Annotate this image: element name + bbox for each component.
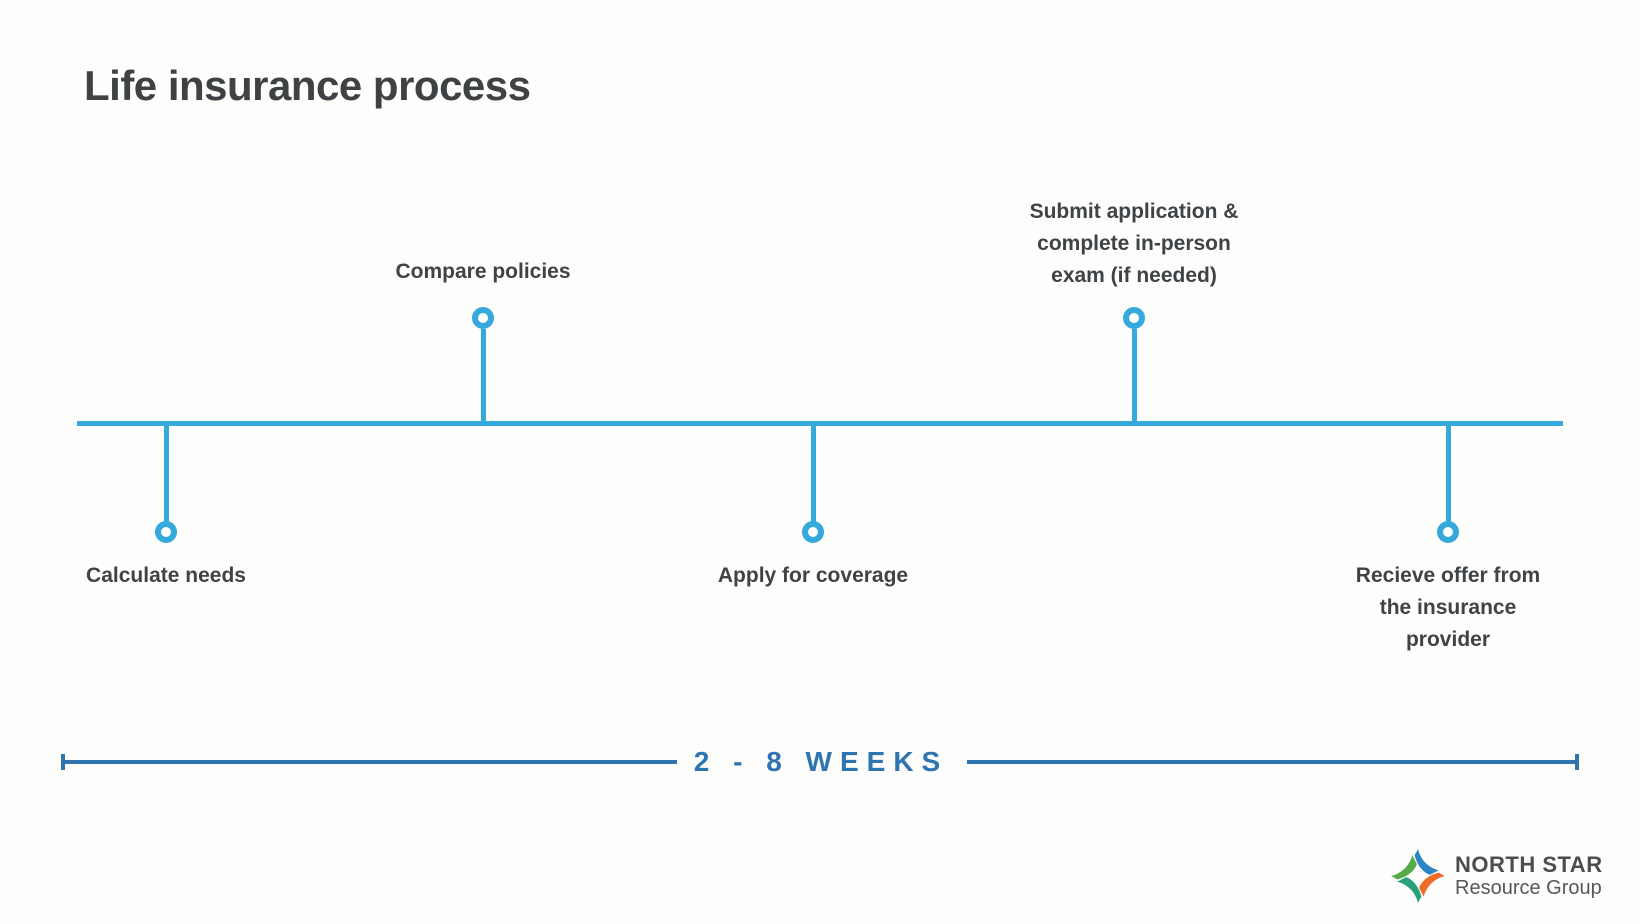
- duration-label: 2 - 8 WEEKS: [693, 746, 949, 777]
- logo-text: NORTH STAR Resource Group: [1455, 852, 1603, 900]
- step-stem: [810, 424, 816, 522]
- page-title: Life insurance process: [84, 62, 531, 109]
- duration-bar-tick-left: [61, 754, 65, 770]
- duration-bar-line-left: [63, 760, 677, 764]
- step-marker-dot: [802, 521, 824, 543]
- step-label: Compare policies: [395, 260, 571, 283]
- step-label: Calculate needs: [86, 564, 246, 587]
- step-marker-dot: [1123, 307, 1145, 329]
- step-label: Apply for coverage: [717, 564, 909, 587]
- duration-bar-tick-right: [1575, 754, 1579, 770]
- logo-subtitle: Resource Group: [1455, 877, 1602, 899]
- step-label: Submit application & complete in-person …: [1029, 200, 1239, 287]
- north-star-logo-icon: [1391, 849, 1445, 903]
- timeline-axis: [77, 421, 1563, 426]
- step-marker-dot: [472, 307, 494, 329]
- logo-north-star: NORTH STAR Resource Group: [1390, 840, 1603, 912]
- step-marker-dot: [155, 521, 177, 543]
- step-stem: [480, 329, 486, 424]
- step-stem: [1445, 424, 1451, 522]
- duration-bar-line-right: [967, 760, 1577, 764]
- step-stem: [1131, 329, 1137, 424]
- logo-title: NORTH STAR: [1455, 852, 1603, 877]
- step-stem: [163, 424, 169, 522]
- step-label: Recieve offer from the insurance provide…: [1355, 564, 1541, 651]
- step-marker-dot: [1437, 521, 1459, 543]
